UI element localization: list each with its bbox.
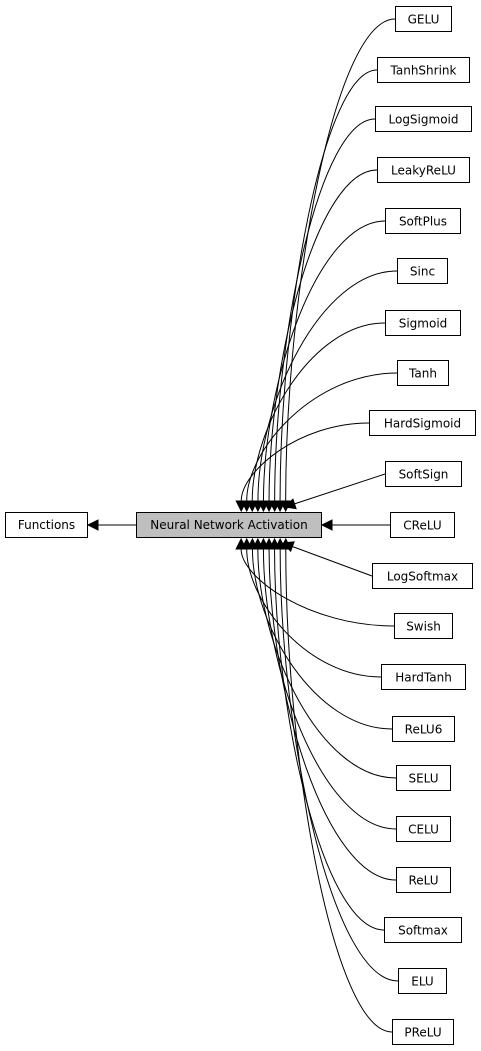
edge-elu-line [279,548,399,982]
node-celu[interactable]: CELU [396,816,451,842]
node-hardsigmoid-label: HardSigmoid [384,417,461,431]
edge-crelu-arrowhead [320,519,333,531]
node-selu-label: SELU [408,772,438,786]
edge-sinc-line [257,270,398,502]
edge-relu6-line [251,548,393,730]
node-hardsigmoid[interactable]: HardSigmoid [369,410,476,436]
edge-tanhshrink-line [279,69,378,502]
node-tanh[interactable]: Tanh [397,360,449,386]
node-celu-label: CELU [408,823,439,837]
edge-relu-line [268,548,397,881]
node-logsoftmax[interactable]: LogSoftmax [372,563,473,589]
node-prelu[interactable]: PReLU [392,1019,454,1045]
node-leakyrelu-label: LeakyReLU [391,164,456,178]
node-swish-label: Swish [406,620,441,634]
edge-softsign-line [294,473,386,505]
node-gelu[interactable]: GELU [395,6,452,32]
node-gelu-label: GELU [408,13,440,27]
node-softsign-label: SoftSign [399,468,449,482]
node-sigmoid-label: Sigmoid [399,317,448,331]
edge-functions-arrowhead [86,519,99,531]
node-tanh-label: Tanh [408,367,437,381]
node-relu[interactable]: ReLU [396,867,451,893]
node-functions-label: Functions [18,518,75,532]
node-logsoftmax-label: LogSoftmax [387,570,458,584]
node-crelu[interactable]: CReLU [390,512,455,538]
node-tanhshrink[interactable]: TanhShrink [377,57,470,83]
node-sinc-label: Sinc [410,265,435,279]
edge-prelu-arrowhead [279,537,292,550]
node-neural-network-activation[interactable]: Neural Network Activation [136,512,322,538]
node-relu6[interactable]: ReLU6 [392,716,455,742]
edge-logsigmoid-line [274,118,376,502]
node-elu-label: ELU [411,975,433,989]
node-logsigmoid-label: LogSigmoid [389,113,459,127]
node-softplus-label: SoftPlus [399,215,447,229]
edge-softmax-line [274,548,385,931]
node-selu[interactable]: SELU [396,765,451,791]
edge-hardsigmoid-arrowhead [235,500,248,513]
edge-softplus-line [262,220,386,502]
edge-prelu-line [285,548,393,1033]
node-logsigmoid[interactable]: LogSigmoid [375,106,472,132]
node-functions[interactable]: Functions [5,512,88,538]
node-hardtanh[interactable]: HardTanh [381,664,466,690]
node-tanhshrink-label: TanhShrink [390,64,457,78]
edge-hardtanh-line [246,548,382,678]
edge-logsoftmax-line [292,546,373,577]
node-softsign[interactable]: SoftSign [385,461,462,487]
edge-softsign-arrowhead [283,498,297,510]
node-softmax[interactable]: Softmax [384,917,462,943]
edge-hardsigmoid-line [240,422,370,502]
edge-gelu-line [285,18,396,502]
node-relu6-label: ReLU6 [405,723,443,737]
node-sinc[interactable]: Sinc [397,258,448,284]
node-sigmoid[interactable]: Sigmoid [385,310,461,336]
node-softmax-label: Softmax [398,924,448,938]
node-hardtanh-label: HardTanh [395,671,452,685]
edge-celu-line [262,548,397,830]
node-swish[interactable]: Swish [394,613,453,639]
node-elu[interactable]: ELU [398,968,447,994]
node-leakyrelu[interactable]: LeakyReLU [377,157,470,183]
diagram-edges [86,18,399,1033]
edge-leakyrelu-line [268,169,378,502]
edge-tanh-line [246,372,398,502]
node-prelu-label: PReLU [404,1026,441,1040]
node-crelu-label: CReLU [403,519,441,533]
edge-selu-line [257,548,397,779]
node-softplus[interactable]: SoftPlus [385,208,461,234]
node-neural-network-activation-label: Neural Network Activation [150,518,307,532]
node-relu-label: ReLU [408,874,438,888]
